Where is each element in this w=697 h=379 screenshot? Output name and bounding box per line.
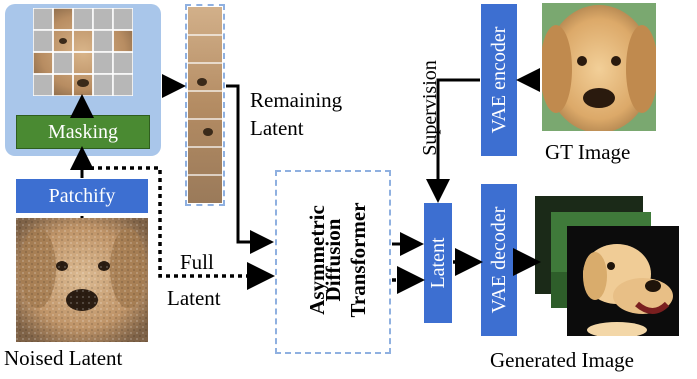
transformer-label-line3: Transformer xyxy=(346,202,370,318)
full-latent-label-line1: Full xyxy=(180,250,214,274)
patchify-label: Patchify xyxy=(48,184,116,207)
latent-label: Latent xyxy=(427,237,449,289)
vae-encoder-label: VAE encoder xyxy=(488,26,510,134)
vae-decoder-label: VAE decoder xyxy=(488,206,510,314)
generated-image-label: Generated Image xyxy=(490,348,634,372)
full-latent-label-line2: Latent xyxy=(167,286,221,310)
patchify-box: Patchify xyxy=(16,179,148,213)
remaining-latent-label-line1: Remaining xyxy=(250,88,343,112)
gt-image xyxy=(542,3,656,131)
arrow-encoder-to-latent xyxy=(426,78,480,203)
noised-latent-label: Noised Latent xyxy=(4,346,123,370)
gt-image-label: GT Image xyxy=(545,140,631,164)
remaining-latent-patches xyxy=(188,7,222,203)
vae-decoder-box xyxy=(481,184,517,336)
vae-encoder-box xyxy=(481,4,517,156)
transformer-label-line2: Diffusion xyxy=(321,218,345,302)
noised-latent-image xyxy=(16,218,148,342)
asymmetric-diffusion-transformer-box xyxy=(275,170,391,354)
masked-latent-grid xyxy=(33,8,133,96)
generated-image-front xyxy=(567,226,679,336)
supervision-label: Supervision xyxy=(419,60,441,156)
masking-label: Masking xyxy=(48,120,118,143)
remaining-latent-label-line2: Latent xyxy=(250,116,304,140)
masking-box: Masking xyxy=(16,115,150,149)
latent-box xyxy=(424,203,452,323)
